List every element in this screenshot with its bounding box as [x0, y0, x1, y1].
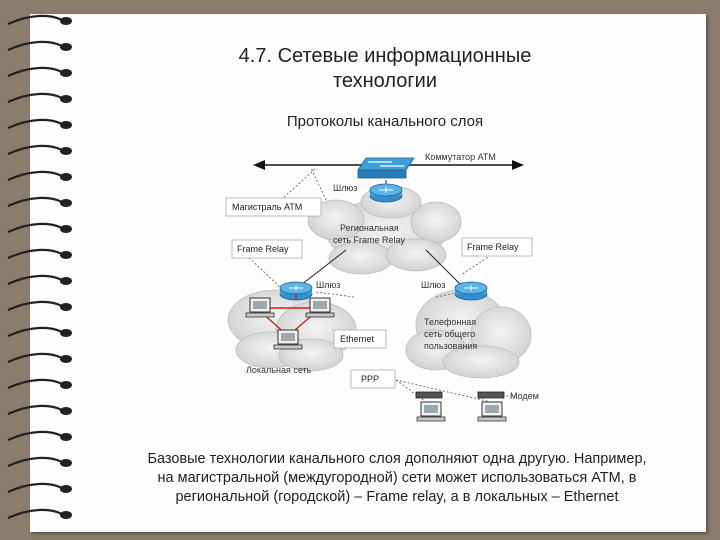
label-phone-line2: сеть общего — [424, 329, 475, 339]
label-box-frame-relay-right: Frame Relay — [461, 237, 533, 257]
label-phone-line3: пользования — [424, 341, 477, 351]
modem-computer-icon-2 — [477, 391, 507, 422]
label-box-frame-relay-left: Frame Relay — [231, 239, 303, 259]
lan-computer-icon-3 — [273, 329, 303, 350]
label-regional-line2: сеть Frame Relay — [333, 235, 406, 245]
label-box-ppp: PPP — [350, 369, 396, 389]
label-gateway-left: Шлюз — [316, 280, 340, 290]
title-line-2: технологии — [332, 70, 437, 92]
label-gateway-top: Шлюз — [333, 183, 357, 193]
phone-cloud — [405, 289, 532, 379]
router-icon-top — [369, 183, 403, 203]
label-regional-line1: Региональная — [340, 223, 399, 233]
lan-computer-icon-1 — [245, 297, 275, 318]
slide-title: 4.7. Сетевые информационные технологии — [140, 44, 630, 94]
title-line-1: 4.7. Сетевые информационные — [238, 45, 532, 67]
label-local-net: Локальная сеть — [246, 365, 312, 375]
slide-subtitle: Протоколы канального слоя — [286, 113, 484, 130]
label-modem: Модем — [510, 391, 539, 401]
caption-line-1: Базовые технологии канального слоя допол… — [147, 451, 647, 467]
svg-text:Магистраль АТМ: Магистраль АТМ — [232, 202, 302, 212]
label-box-ethernet: Ethernet — [333, 329, 387, 349]
router-icon-right — [454, 281, 488, 301]
label-gateway-right: Шлюз — [421, 280, 445, 290]
spiral-binding — [7, 14, 72, 520]
svg-text:Frame Relay: Frame Relay — [237, 244, 289, 254]
regional-cloud — [307, 185, 462, 275]
label-box-atm-backbone: Магистраль АТМ — [225, 197, 322, 217]
caption-line-3: региональной (городской) – Frame relay, … — [175, 489, 619, 505]
lan-computer-icon-2 — [305, 297, 335, 318]
atm-switch-icon — [357, 157, 415, 179]
modem-computer-icon-1 — [415, 391, 446, 422]
caption-line-2: на магистральной (междугородной) сети мо… — [157, 470, 637, 486]
slide-caption: Базовые технологии канального слоя допол… — [112, 450, 682, 507]
network-diagram: Магистраль АТМ Frame Relay Frame Relay E… — [225, 152, 539, 422]
label-phone-line1: Телефонная — [424, 317, 476, 327]
svg-text:PPP: PPP — [361, 374, 379, 384]
svg-text:Frame Relay: Frame Relay — [467, 242, 519, 252]
label-atm-switch: Коммутатор АТМ — [425, 152, 496, 162]
svg-text:Ethernet: Ethernet — [340, 334, 375, 344]
